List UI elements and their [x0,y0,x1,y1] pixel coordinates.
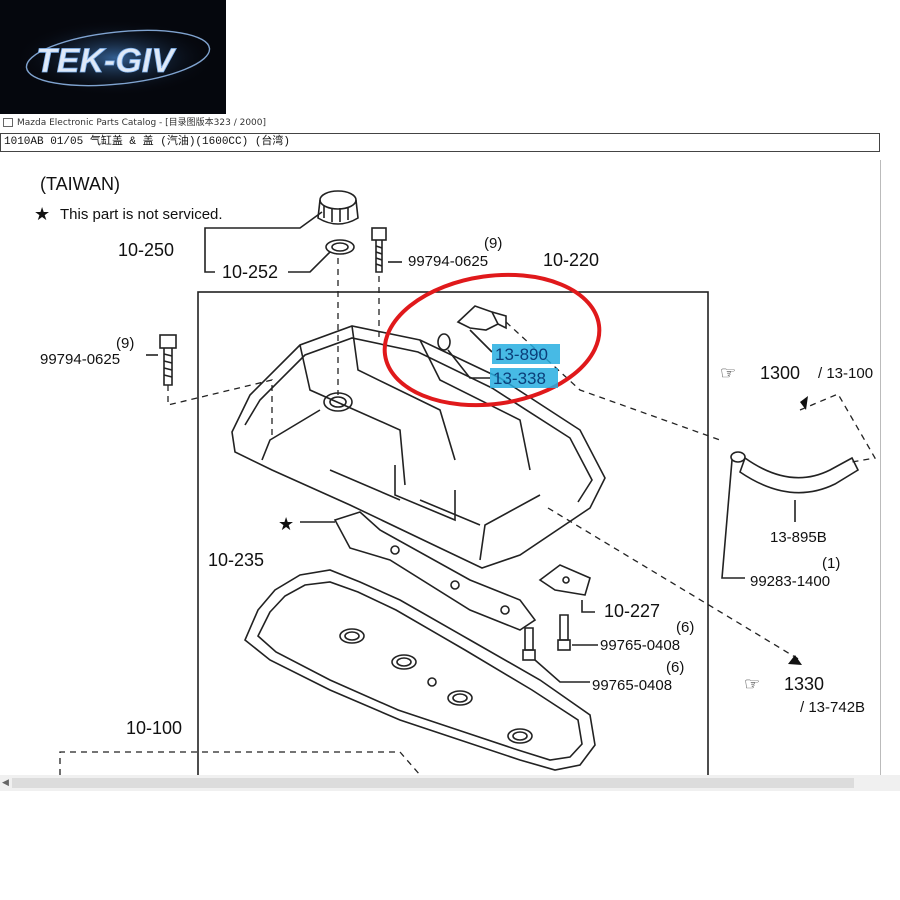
label-qty-6b: (6) [666,659,684,676]
legend-star: ★ [34,204,50,224]
bolt-top [371,227,387,273]
dashed-bolt-left [167,379,273,440]
region-label: (TAIWAN) [40,174,120,194]
label-99283-1400: 99283-1400 [750,573,830,590]
label-10-235: 10-235 [208,550,264,570]
ref-hand-1300: ☞ [720,363,736,383]
leader-99283 [721,459,745,579]
small-bolt-2 [522,627,536,661]
dashed-1300 [799,393,877,463]
label-qty-1: (1) [822,555,840,572]
logo-text: TEK-GIV [36,42,177,80]
ref-1300: 1300 [760,363,800,383]
highlight-box-13-890 [492,344,560,364]
label-qty-9b: (9) [116,335,134,352]
catalog-path-bar: 1010AB 01/05 气缸盖 & 盖 (汽油)(1600CC) (台湾) [0,133,880,152]
ref-1300-sub: / 13-100 [818,365,873,382]
label-qty-6a: (6) [676,619,694,636]
legend-text: This part is not serviced. [60,206,223,223]
dashed-1330 [547,507,801,661]
label-10-227: 10-227 [604,601,660,621]
valve-cover [231,325,606,569]
grommet [437,333,451,351]
divider [880,160,881,780]
label-10-252: 10-252 [222,262,278,282]
label-10-220: 10-220 [543,250,599,270]
dashed-10-100 [59,751,421,775]
ventilation-hose [730,451,860,494]
label-13-890: 13-890 [495,345,548,364]
tek-giv-logo: TEK-GIV [0,0,226,116]
cover-gasket [244,569,596,771]
catalog-path: 1010AB 01/05 气缸盖 & 盖 (汽油)(1600CC) (台湾) [4,136,291,148]
horizontal-scrollbar[interactable]: ◀ [0,775,900,791]
highlight-circle [382,272,602,408]
app-icon [3,118,13,127]
small-bolt-1 [557,614,571,651]
label-13-338: 13-338 [493,369,546,388]
label-99765-0408-a: 99765-0408 [600,637,680,654]
window-title-bar: Mazda Electronic Parts Catalog - [目录图版本3… [0,114,880,132]
parts-diagram: (TAIWAN) ★ This part is not serviced. 10… [34,174,877,775]
cover-frame [197,291,709,775]
ref-hand-1330: ☞ [744,674,760,694]
bracket [538,564,591,596]
label-10-250: 10-250 [118,240,174,260]
highlight-box-13-338 [490,368,558,388]
ref-1330-sub: / 13-742B [800,699,865,716]
label-10-100: 10-100 [126,718,182,738]
scroll-left-arrow-icon[interactable]: ◀ [2,777,9,787]
scrollbar-thumb[interactable] [12,778,854,788]
star-marker: ★ [278,514,294,534]
pcv-valve [456,305,507,331]
label-99765-0408-b: 99765-0408 [592,677,672,694]
leader-10-250 [204,211,323,250]
baffle-plate [333,511,537,631]
cap-gasket [325,239,355,255]
label-99794-0625-left: 99794-0625 [40,351,120,368]
window-title: Mazda Electronic Parts Catalog - [目录图版本3… [17,118,267,128]
oil-filler-cap [317,190,359,225]
label-99794-0625-top: 99794-0625 [408,253,488,270]
label-qty-9a: (9) [484,235,502,252]
ref-1330: 1330 [784,674,824,694]
bolt-left [159,334,177,386]
label-13-895b: 13-895B [770,529,827,546]
